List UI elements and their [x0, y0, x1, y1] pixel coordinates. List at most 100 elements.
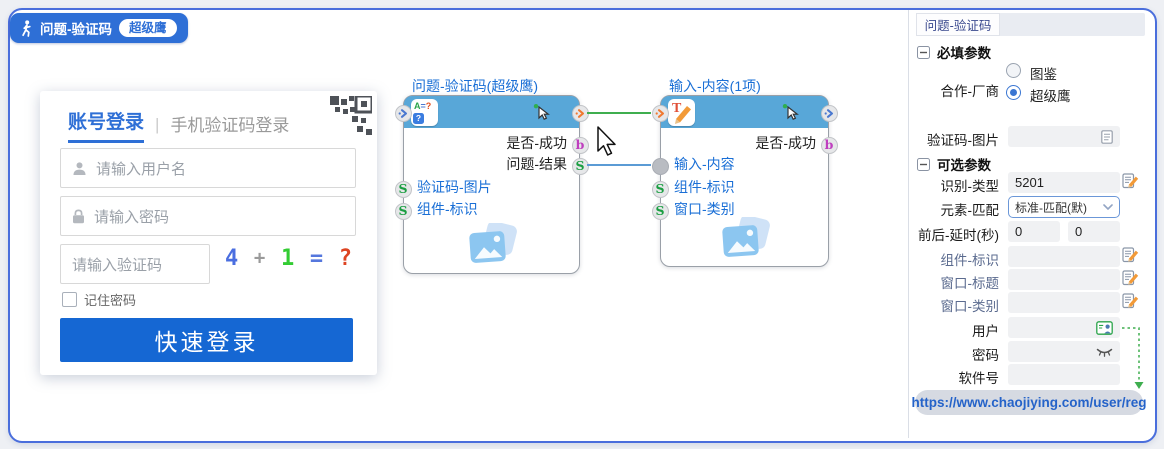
node1-output-label: 问题-结果	[506, 156, 567, 172]
pencil-icon	[675, 106, 691, 124]
phone-login-tab[interactable]: 手机验证码登录	[170, 116, 290, 135]
username-placeholder: 请输入用户名	[96, 160, 187, 178]
vendor-radio-tujian[interactable]	[1006, 63, 1021, 78]
remember-checkbox[interactable]	[62, 292, 77, 307]
recognition-type-field[interactable]: 5201	[1008, 172, 1120, 193]
panel-divider	[908, 10, 909, 438]
window-title-field[interactable]	[1008, 269, 1120, 290]
captcha-question: ?	[338, 246, 352, 271]
exec-in-chevron-icon	[655, 109, 664, 118]
node1-input-label: 验证码-图片	[417, 178, 492, 195]
qr-code-corner-icon[interactable]	[330, 96, 372, 138]
eye-closed-icon[interactable]	[1096, 347, 1113, 357]
captcha-operand2: 1	[280, 246, 295, 271]
captcha-image-field[interactable]	[1008, 126, 1120, 147]
exec-in-chevron-icon	[398, 109, 407, 118]
node2-title: 输入-内容(1项)	[669, 78, 761, 94]
click-cursor-icon	[782, 104, 799, 120]
flow-title: 问题-验证码	[40, 22, 112, 37]
exec-out-chevron-icon	[575, 109, 584, 118]
register-url-link[interactable]: https://www.chaojiying.com/user/reg	[911, 390, 1147, 415]
recognition-type-label: 识别-类型	[940, 179, 1000, 194]
node1-component-in-port[interactable]: S	[394, 202, 412, 220]
node2-windowclass-in-port[interactable]: S	[651, 202, 669, 220]
window-class-field[interactable]	[1008, 292, 1120, 313]
remember-password-row: 记住密码	[62, 290, 136, 309]
node1-input-label: 组件-标识	[417, 200, 478, 217]
edit-icon[interactable]	[1122, 269, 1139, 286]
password-placeholder: 请输入密码	[94, 208, 170, 226]
account-login-tab[interactable]: 账号登录	[68, 107, 145, 143]
captcha-operator: +	[253, 247, 266, 269]
text-input-icon: T	[668, 99, 695, 126]
node2-content-in-port[interactable]	[651, 157, 669, 175]
click-cursor-icon	[533, 104, 550, 120]
node2-exec-out-port[interactable]	[820, 105, 838, 122]
node2-success-port[interactable]: b	[820, 137, 838, 154]
chevron-down-icon	[1103, 204, 1113, 210]
node2-input-label: 窗口-类别	[674, 200, 735, 217]
component-id-label: 组件-标识	[940, 253, 1000, 268]
edit-icon[interactable]	[1122, 292, 1139, 309]
captcha-equals: =	[309, 246, 324, 271]
login-tabs: 账号登录 | 手机验证码登录	[68, 107, 289, 143]
captcha-input[interactable]: 请输入验证码	[60, 244, 210, 284]
node2-header: T	[661, 96, 828, 128]
lock-icon	[73, 209, 84, 223]
component-id-field[interactable]	[1008, 246, 1120, 267]
panel-tab[interactable]: 问题-验证码	[916, 13, 1000, 36]
quick-login-button[interactable]: 快速登录	[60, 318, 353, 362]
captcha-placeholder: 请输入验证码	[72, 256, 163, 274]
node2-exec-in-port[interactable]	[651, 105, 669, 122]
remember-label: 记住密码	[84, 293, 137, 308]
edit-icon[interactable]	[1122, 246, 1139, 263]
node-captcha[interactable]: A=? ? b S S S 是否-成功 问题-结果 验证码-图片 组件-标识	[394, 95, 589, 274]
collapse-icon[interactable]	[917, 157, 930, 171]
image-placeholder-icon	[721, 217, 770, 257]
captcha-solver-icon: A=? ?	[411, 99, 438, 126]
node1-title: 问题-验证码(超级鹰)	[412, 78, 538, 94]
node1-result-port[interactable]: S	[571, 157, 589, 175]
node1-image-in-port[interactable]: S	[394, 180, 412, 198]
node1-success-port[interactable]: b	[571, 137, 589, 154]
captcha-challenge: 4 + 1 = ?	[225, 246, 352, 271]
software-id-label: 软件号	[958, 371, 1000, 386]
element-match-label: 元素-匹配	[940, 203, 1000, 218]
flow-header-tab[interactable]: 问题-验证码 超级鹰	[10, 13, 188, 43]
password-field[interactable]	[1008, 341, 1120, 362]
node1-exec-in-port[interactable]	[394, 105, 412, 122]
software-id-field[interactable]	[1008, 364, 1120, 385]
vendor-option-label[interactable]: 图鉴	[1030, 67, 1057, 82]
node2-output-label: 是否-成功	[755, 135, 816, 151]
password-label: 密码	[972, 348, 999, 363]
delay-before-field[interactable]: 0	[1008, 221, 1060, 242]
node2-component-in-port[interactable]: S	[651, 180, 669, 198]
collapse-icon[interactable]	[917, 45, 930, 59]
node1-exec-out-port[interactable]	[571, 105, 589, 122]
vendor-radio-chaojiying[interactable]	[1006, 85, 1021, 100]
edit-icon[interactable]	[1122, 172, 1139, 189]
user-field[interactable]	[1008, 317, 1120, 338]
vendor-label: 合作-厂商	[940, 84, 1000, 99]
captcha-operand1: 4	[225, 246, 239, 271]
username-input[interactable]: 请输入用户名	[60, 148, 356, 188]
captcha-image-label: 验证码-图片	[927, 133, 999, 148]
id-card-icon	[1096, 320, 1113, 335]
panel-tab-strip: 问题-验证码	[916, 13, 1145, 36]
vendor-option-label[interactable]: 超级鹰	[1030, 89, 1071, 104]
node2-input-label: 输入-内容	[674, 156, 735, 172]
node-input-content[interactable]: T b S S 是否-成功 输入-内容 组件-标识 窗口-类别	[651, 95, 838, 267]
delay-after-field[interactable]: 0	[1068, 221, 1120, 242]
tab-divider: |	[155, 115, 160, 134]
password-input[interactable]: 请输入密码	[60, 196, 356, 236]
window-class-label: 窗口-类别	[940, 299, 1000, 314]
properties-panel: 问题-验证码 必填参数 合作-厂商 图鉴 超级鹰 验证码-图片 可选参数 识别-…	[909, 10, 1153, 437]
vendor-badge: 超级鹰	[119, 19, 177, 37]
optional-params-section: 可选参数	[917, 154, 991, 174]
delay-label: 前后-延时(秒)	[918, 228, 999, 243]
user-icon	[73, 161, 86, 175]
element-match-dropdown[interactable]: 标准-匹配(默)	[1008, 196, 1120, 218]
node2-input-label: 组件-标识	[674, 178, 735, 195]
exec-out-chevron-icon	[824, 109, 833, 118]
